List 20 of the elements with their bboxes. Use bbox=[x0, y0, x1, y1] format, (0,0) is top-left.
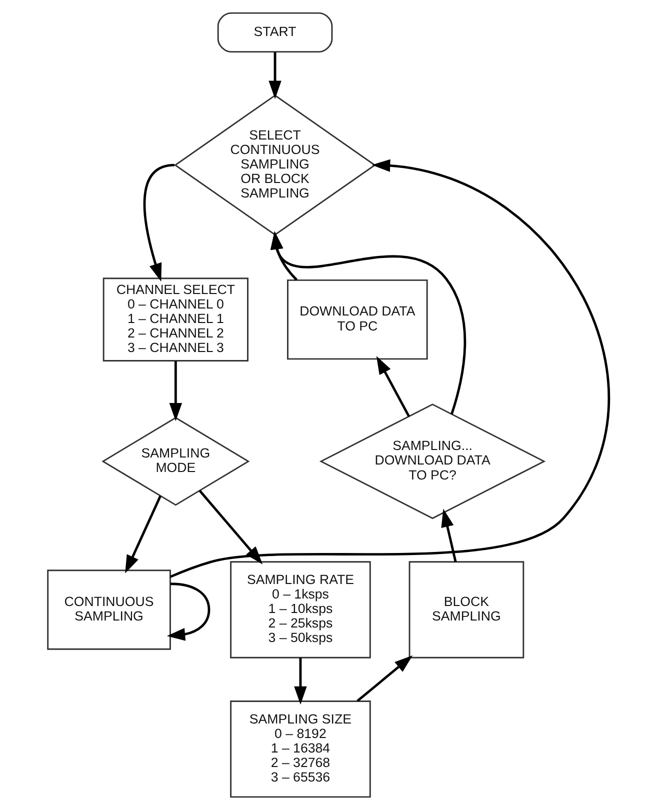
arrow bbox=[294, 658, 306, 705]
arrow bbox=[356, 655, 412, 702]
node-diamond: SAMPLING MODE bbox=[101, 416, 250, 506]
node-diamond: SELECT CONTINUOUS SAMPLING OR BLOCK SAMPLING bbox=[173, 94, 376, 236]
arrow bbox=[124, 496, 161, 574]
node-box: CHANNEL SELECT 0 – CHANNEL 0 1 – CHANNEL 1 2 – CHANNEL 2 3 – CHANNEL 3 bbox=[102, 278, 248, 362]
node-box: DOWNLOAD DATA TO PC bbox=[286, 279, 428, 360]
arrow bbox=[168, 361, 182, 422]
arrow bbox=[440, 508, 456, 562]
node-diamond: SAMPLING... DOWNLOAD DATA TO PC? bbox=[318, 404, 546, 520]
arrow bbox=[169, 159, 609, 578]
arrow bbox=[166, 582, 210, 641]
arrow bbox=[268, 52, 281, 99]
node-box: SAMPLING SIZE 0 – 8192 1 – 16384 2 – 32768 3 – 65536 bbox=[230, 700, 370, 798]
arrow bbox=[376, 356, 410, 417]
node-box: CONTINUOUS SAMPLING bbox=[46, 570, 170, 650]
arrow bbox=[142, 164, 174, 282]
node-box: START bbox=[216, 12, 332, 53]
node-box: BLOCK SAMPLING bbox=[408, 561, 524, 658]
node-box: SAMPLING RATE 0 – 1ksps 1 – 10ksps 2 – 25ksps 3 – 50ksps bbox=[230, 561, 370, 658]
